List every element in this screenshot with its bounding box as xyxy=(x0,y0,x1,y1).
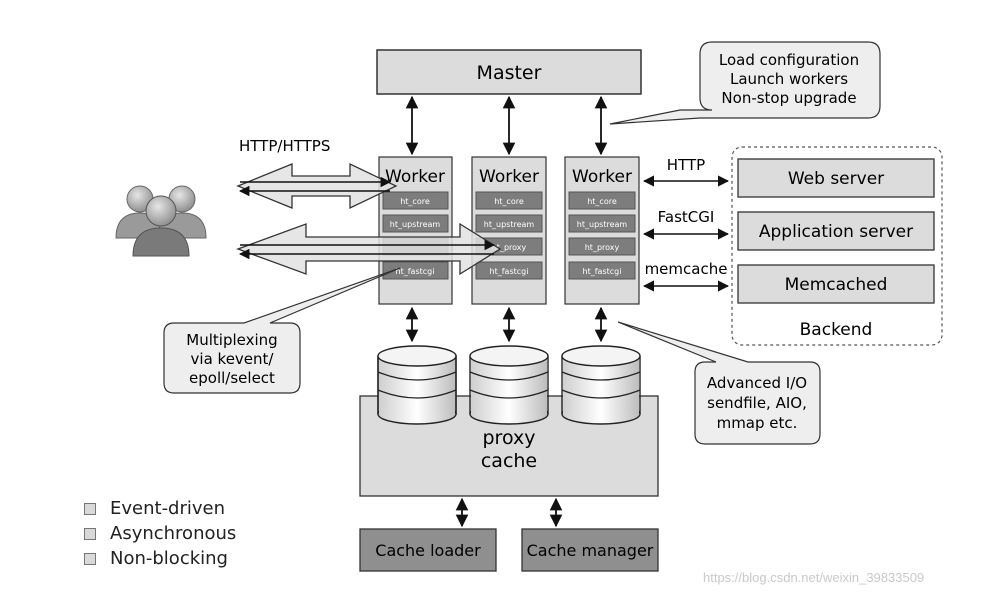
proxy-cache-line-2: cache xyxy=(481,450,537,472)
protocol-label: HTTP/HTTPS xyxy=(239,137,330,155)
cache-process-connectors xyxy=(455,497,563,528)
worker-3: Worker ht_core ht_upstream ht_proxy ht_f… xyxy=(564,156,640,305)
protocol-fastcgi-label: FastCGI xyxy=(658,208,715,226)
worker-1-module-1: ht_core xyxy=(400,197,430,206)
legend-square-icon xyxy=(84,502,96,515)
callout-left-line-3: epoll/select xyxy=(189,369,275,387)
worker-3-title: Worker xyxy=(572,167,632,187)
worker-2-title: Worker xyxy=(479,167,539,187)
worker-1: Worker ht_core ht_upstream ht_fastcgi xyxy=(378,156,453,305)
cache-loader-label: Cache loader xyxy=(375,541,481,560)
worker-2: Worker ht_core ht_upstream ht_proxy ht_f… xyxy=(471,156,547,305)
legend-square-icon xyxy=(84,552,96,565)
worker-3-module-2: ht_upstream xyxy=(577,220,628,229)
application-server-box xyxy=(737,211,935,251)
worker-2-module-1: ht_core xyxy=(494,197,524,206)
web-server-box xyxy=(737,158,935,198)
proxy-cache-line-1: proxy xyxy=(483,427,536,449)
callout-top-line-1: Load configuration xyxy=(719,51,859,69)
callout-left-line-2: via kevent/ xyxy=(191,350,275,368)
application-server-label: Application server xyxy=(759,222,913,242)
database-cylinder-icon-3 xyxy=(561,345,641,425)
database-cylinder-icon-1 xyxy=(377,345,457,425)
worker-cache-connectors xyxy=(405,306,608,343)
worker-1-module-2: ht_upstream xyxy=(390,220,441,229)
callout-right-line-1: Advanced I/O xyxy=(707,374,807,392)
client-traffic-arrow-lower xyxy=(236,222,502,276)
master-worker-connectors xyxy=(405,95,608,156)
worker-3-module-4: ht_fastcgi xyxy=(583,267,622,276)
worker-2-module-3: ht_proxy xyxy=(492,243,527,252)
legend-item-event-driven: Event-driven xyxy=(84,496,236,521)
worker-2-module-2: ht_upstream xyxy=(484,220,535,229)
database-cylinder-icon-2 xyxy=(469,345,549,425)
callout-top-line-2: Launch workers xyxy=(730,70,848,88)
callout-right-line-2: sendfile, AIO, xyxy=(707,394,807,412)
watermark-text: https://blog.csdn.net/weixin_39833509 xyxy=(703,570,925,585)
client-traffic-arrow-upper xyxy=(236,162,398,210)
protocol-memcache-label: memcache xyxy=(645,260,728,278)
backend-label: Backend xyxy=(800,320,873,340)
callout-top-line-3: Non-stop upgrade xyxy=(721,89,856,107)
legend-label: Non-blocking xyxy=(110,548,228,569)
cache-manager-box: Cache manager xyxy=(521,528,659,572)
legend-square-icon xyxy=(84,527,96,540)
callout-left: Multiplexing via kevent/ epoll/select xyxy=(163,267,401,394)
worker-3-module-1: ht_core xyxy=(587,197,617,206)
worker-1-module-4: ht_fastcgi xyxy=(396,267,435,276)
master-label: Master xyxy=(477,62,542,84)
callout-right-line-3: mmap etc. xyxy=(717,414,798,432)
legend: Event-driven Asynchronous Non-blocking xyxy=(84,496,236,571)
backend-group: Web server Application server Memcached … xyxy=(731,146,943,346)
legend-label: Asynchronous xyxy=(110,523,237,544)
worker-1-title: Worker xyxy=(385,167,445,187)
backend-protocol-connectors xyxy=(642,175,730,292)
callout-left-line-1: Multiplexing xyxy=(186,331,277,349)
callout-right: Advanced I/O sendfile, AIO, mmap etc. xyxy=(617,321,821,445)
memcached-label: Memcached xyxy=(785,275,888,295)
worker-2-module-4: ht_fastcgi xyxy=(490,267,529,276)
users-group-icon xyxy=(115,185,207,257)
legend-item-non-blocking: Non-blocking xyxy=(84,546,236,571)
cache-loader-box: Cache loader xyxy=(359,528,497,572)
web-server-label: Web server xyxy=(788,169,884,189)
memcached-box xyxy=(737,264,935,304)
legend-label: Event-driven xyxy=(110,498,226,519)
callout-top: Load configuration Launch workers Non-st… xyxy=(609,41,881,125)
legend-item-asynchronous: Asynchronous xyxy=(84,521,236,546)
cache-manager-label: Cache manager xyxy=(527,541,654,560)
protocol-http-label: HTTP xyxy=(667,156,705,174)
master-box: Master xyxy=(376,49,642,95)
worker-3-module-3: ht_proxy xyxy=(585,243,620,252)
